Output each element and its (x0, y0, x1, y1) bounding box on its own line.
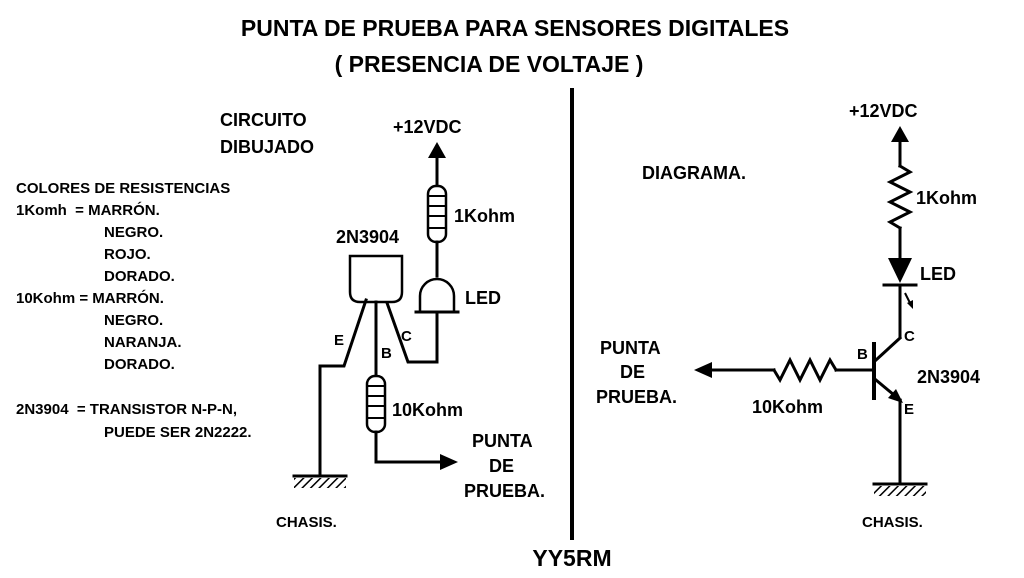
left-resistor-1k-label: 1Kohm (454, 206, 515, 226)
right-resistor-1k-icon (886, 163, 914, 231)
right-probe-line-3: PRUEBA. (596, 387, 677, 407)
colors-line-2: NEGRO. (104, 224, 163, 241)
right-resistor-10k-label: 10Kohm (752, 397, 823, 417)
title-line-1: PUNTA DE PRUEBA PARA SENSORES DIGITALES (241, 15, 789, 41)
colors-line-1: 1Komh = MARRÓN. (16, 201, 160, 219)
left-probe-line-1: PUNTA (472, 431, 533, 451)
right-probe-arrow-icon (694, 362, 712, 378)
right-pin-c-label: C (904, 328, 915, 345)
colors-note-line-1: 2N3904 = TRANSISTOR N-P-N, (16, 401, 237, 418)
left-supply-label: +12VDC (393, 117, 462, 137)
colors-line-3: ROJO. (104, 246, 151, 263)
left-transistor-label: 2N3904 (336, 227, 399, 247)
colors-heading: COLORES DE RESISTENCIAS (16, 180, 230, 197)
right-probe-line-2: DE (620, 362, 645, 382)
left-pin-b-label: B (381, 345, 392, 362)
right-transistor-icon (872, 335, 903, 403)
colors-note-line-2: PUEDE SER 2N2222. (104, 424, 252, 441)
colors-line-4: DORADO. (104, 268, 175, 285)
right-pin-b-label: B (857, 346, 868, 363)
colors-line-8: DORADO. (104, 356, 175, 373)
right-probe-line-1: PUNTA (600, 338, 661, 358)
right-heading: DIAGRAMA. (642, 163, 746, 183)
colors-line-7: NARANJA. (104, 334, 182, 351)
title-line-2: ( PRESENCIA DE VOLTAJE ) (335, 51, 644, 77)
left-led-icon (414, 277, 460, 314)
left-pin-e-label: E (334, 332, 344, 349)
right-supply-label: +12VDC (849, 101, 918, 121)
left-probe-line-3: PRUEBA. (464, 481, 545, 501)
left-ground-label: CHASIS. (276, 514, 337, 531)
left-resistor-10k-icon (365, 374, 387, 434)
left-wire-emitter (318, 298, 368, 476)
left-heading-line-1: CIRCUITO (220, 110, 307, 130)
colors-line-6: NEGRO. (104, 312, 163, 329)
left-wire-led-collector (384, 298, 439, 364)
right-ground-icon (872, 482, 928, 496)
left-resistor-1k-icon (426, 184, 448, 244)
left-led-label: LED (465, 288, 501, 308)
left-heading-line-2: DIBUJADO (220, 137, 314, 157)
right-resistor-1k-label: 1Kohm (916, 188, 977, 208)
left-pin-c-label: C (401, 328, 412, 345)
left-wire-probe (374, 430, 446, 464)
right-supply-arrow-icon (891, 126, 909, 142)
left-probe-line-2: DE (489, 456, 514, 476)
left-resistor-10k-label: 10Kohm (392, 400, 463, 420)
left-probe-arrow-icon (440, 454, 458, 470)
right-resistor-10k-icon (771, 356, 839, 384)
left-transistor-icon (348, 254, 404, 304)
right-transistor-label: 2N3904 (917, 367, 980, 387)
left-ground-icon (292, 474, 348, 488)
colors-line-5: 10Kohm = MARRÓN. (16, 289, 164, 307)
right-led-label: LED (920, 264, 956, 284)
right-ground-label: CHASIS. (862, 514, 923, 531)
left-supply-arrow-icon (428, 142, 446, 158)
author-label: YY5RM (532, 545, 611, 571)
right-pin-e-label: E (904, 401, 914, 418)
